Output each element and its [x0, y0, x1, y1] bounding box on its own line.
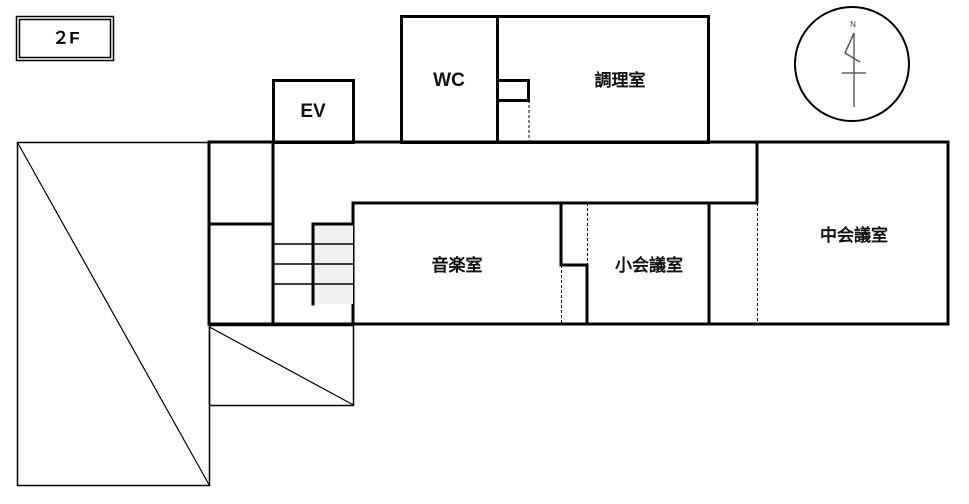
room-small-meeting[interactable]: 小会議室 — [615, 255, 683, 276]
room-label-ev: EV — [300, 101, 326, 122]
terrace-area — [16, 141, 211, 487]
room-label-medium-meeting: 中会議室 — [820, 225, 888, 246]
room-medium-meeting[interactable]: 中会議室 — [820, 225, 888, 246]
room-wc[interactable]: WC — [400, 15, 499, 144]
room-label-kitchen: 調理室 — [595, 70, 646, 91]
room-label-small-meeting: 小会議室 — [615, 255, 683, 276]
north-compass-icon: N — [794, 6, 910, 122]
staircase — [273, 222, 355, 306]
room-music[interactable]: 音楽室 — [432, 255, 483, 276]
room-label-music: 音楽室 — [432, 255, 483, 276]
north-label: N — [850, 20, 856, 29]
lower-void-area — [208, 324, 355, 407]
room-label-wc: WC — [433, 70, 465, 91]
floor-label-box: ２F — [15, 15, 115, 62]
floor-label: ２F — [52, 28, 79, 47]
room-ev[interactable]: EV — [272, 79, 355, 144]
room-kitchen[interactable]: 調理室 — [496, 15, 710, 144]
